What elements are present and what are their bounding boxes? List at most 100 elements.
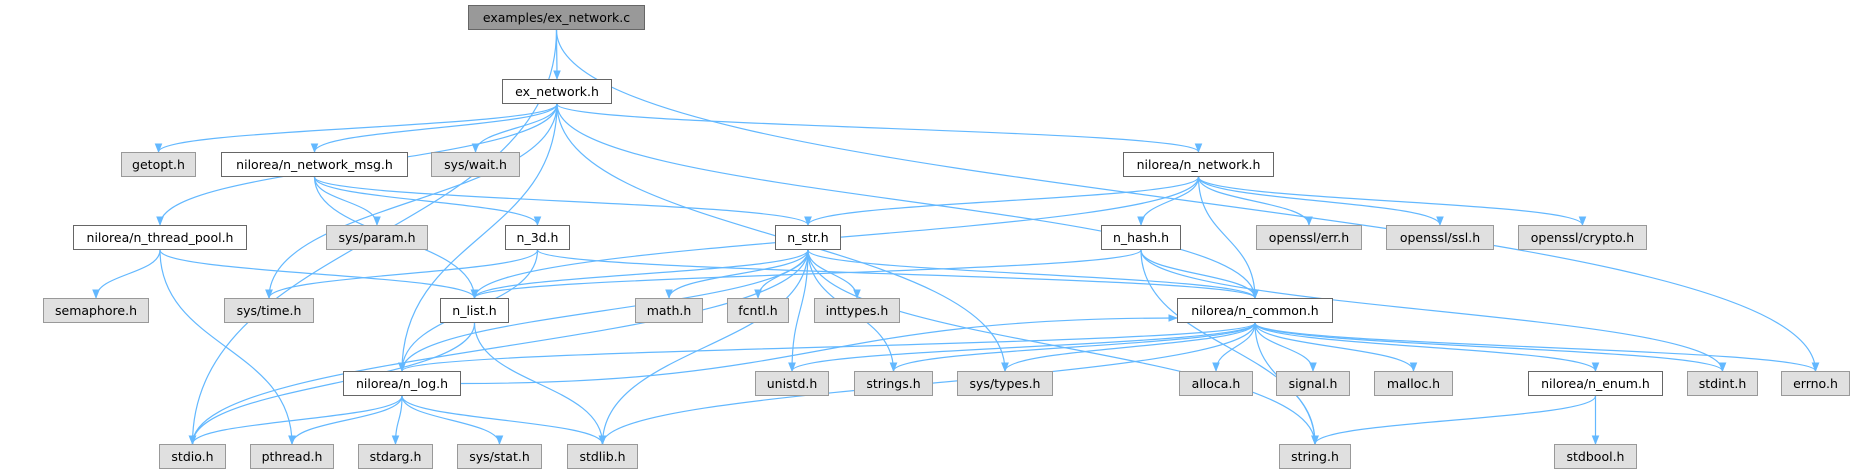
node-stdbool: stdbool.h bbox=[1554, 444, 1637, 469]
node-label: stdio.h bbox=[171, 449, 214, 464]
edge-n_log-to-sys_stat bbox=[401, 395, 504, 445]
node-label: nilorea/n_thread_pool.h bbox=[86, 230, 234, 245]
node-label: nilorea/n_enum.h bbox=[1541, 376, 1650, 391]
node-semaphore: semaphore.h bbox=[43, 298, 149, 323]
node-label: alloca.h bbox=[1191, 376, 1241, 391]
node-n-list[interactable]: n_list.h bbox=[440, 298, 509, 323]
edge-n_enum-to-string bbox=[1311, 395, 1597, 445]
node-malloc: malloc.h bbox=[1374, 371, 1453, 396]
edge-n_hash-to-stdint bbox=[1140, 249, 1727, 372]
node-label: semaphore.h bbox=[55, 303, 137, 318]
edge-ex_network_h-to-n_log bbox=[398, 103, 558, 372]
node-label: nilorea/n_network_msg.h bbox=[236, 157, 393, 172]
edge-n_network-to-openssl_ssl bbox=[1197, 176, 1444, 226]
edge-n_str-to-n_common bbox=[807, 249, 1259, 299]
edge-n_list-to-stdlib bbox=[473, 322, 607, 445]
edge-n_thread_pool-to-semaphore bbox=[92, 249, 161, 299]
node-ex-network-h[interactable]: ex_network.h bbox=[502, 79, 612, 104]
edge-n_common-to-unistd bbox=[788, 322, 1256, 372]
node-unistd: unistd.h bbox=[755, 371, 829, 396]
node-stdlib: stdlib.h bbox=[567, 444, 638, 469]
node-label: openssl/ssl.h bbox=[1399, 230, 1481, 245]
edge-n_common-to-sys_types bbox=[1001, 322, 1256, 372]
edge-ex_network_h-to-getopt bbox=[154, 103, 558, 153]
node-label: stdint.h bbox=[1698, 376, 1747, 391]
edge-n_network_msg-to-sys_param bbox=[313, 176, 381, 226]
edge-n_network_msg-to-n_3d bbox=[313, 176, 542, 226]
edge-n_log-to-stdarg bbox=[391, 395, 403, 445]
node-stdint: stdint.h bbox=[1687, 371, 1758, 396]
node-n-3d[interactable]: n_3d.h bbox=[505, 225, 570, 250]
node-label: string.h bbox=[1291, 449, 1339, 464]
node-n-str[interactable]: n_str.h bbox=[775, 225, 841, 250]
node-label: fcntl.h bbox=[738, 303, 778, 318]
node-n-network-msg[interactable]: nilorea/n_network_msg.h bbox=[221, 152, 408, 177]
node-label: pthread.h bbox=[261, 449, 323, 464]
edge-n_common-to-n_enum bbox=[1254, 322, 1600, 372]
edge-n_3d-to-n_common bbox=[536, 249, 1259, 299]
edge-ex_network_h-to-sys_wait bbox=[471, 103, 558, 153]
node-n-hash[interactable]: n_hash.h bbox=[1101, 225, 1181, 250]
node-string: string.h bbox=[1279, 444, 1351, 469]
node-errno: errno.h bbox=[1781, 371, 1850, 396]
edge-n_str-to-string bbox=[807, 249, 1319, 445]
node-n-network[interactable]: nilorea/n_network.h bbox=[1123, 152, 1274, 177]
node-getopt: getopt.h bbox=[121, 152, 196, 177]
edge-n_network-to-n_common bbox=[1197, 176, 1259, 299]
node-label: stdbool.h bbox=[1566, 449, 1625, 464]
edge-n_log-to-stdlib bbox=[401, 395, 607, 445]
node-label: sys/stat.h bbox=[469, 449, 530, 464]
node-label: inttypes.h bbox=[825, 303, 889, 318]
node-label: stdarg.h bbox=[369, 449, 422, 464]
node-label: nilorea/n_log.h bbox=[355, 376, 449, 391]
node-label: n_str.h bbox=[787, 230, 829, 245]
edge-n_str-to-n_list bbox=[470, 249, 809, 299]
node-openssl-err: openssl/err.h bbox=[1256, 225, 1362, 250]
node-sys-time: sys/time.h bbox=[224, 298, 314, 323]
edge-n_thread_pool-to-pthread bbox=[159, 249, 296, 445]
edge-n_str-to-stdio bbox=[188, 249, 809, 445]
node-strings: strings.h bbox=[854, 371, 933, 396]
edge-n_common-to-errno bbox=[1254, 322, 1820, 372]
edge-n_3d-to-sys_time bbox=[265, 249, 539, 299]
edge-n_list-to-stdio bbox=[188, 322, 476, 445]
node-sys-wait: sys/wait.h bbox=[431, 152, 520, 177]
node-sys-stat: sys/stat.h bbox=[457, 444, 542, 469]
node-n-log[interactable]: nilorea/n_log.h bbox=[343, 371, 461, 396]
edge-n_log-to-n_common bbox=[460, 314, 1178, 385]
node-n-common[interactable]: nilorea/n_common.h bbox=[1177, 298, 1333, 323]
node-label: examples/ex_network.c bbox=[482, 10, 631, 25]
edge-n_common-to-signal bbox=[1254, 322, 1317, 372]
node-pthread: pthread.h bbox=[250, 444, 334, 469]
node-label: n_list.h bbox=[452, 303, 497, 318]
edge-n_hash-to-string bbox=[1140, 249, 1319, 445]
node-label: errno.h bbox=[1793, 376, 1838, 391]
edge-n_common-to-strings bbox=[889, 322, 1256, 372]
edge-n_common-to-n_log bbox=[398, 322, 1256, 372]
edge-n_log-to-stdio bbox=[188, 395, 403, 445]
node-label: nilorea/n_common.h bbox=[1191, 303, 1319, 318]
node-n-enum[interactable]: nilorea/n_enum.h bbox=[1528, 371, 1663, 396]
node-ex-network-c[interactable]: examples/ex_network.c bbox=[468, 5, 645, 30]
node-label: ex_network.h bbox=[515, 84, 599, 99]
node-label: malloc.h bbox=[1386, 376, 1441, 391]
edge-n_str-to-stdlib bbox=[598, 249, 809, 445]
node-stdio: stdio.h bbox=[159, 444, 226, 469]
edge-n_str-to-n_log bbox=[398, 249, 809, 372]
node-label: getopt.h bbox=[132, 157, 185, 172]
node-inttypes: inttypes.h bbox=[814, 298, 900, 323]
node-openssl-ssl: openssl/ssl.h bbox=[1386, 225, 1494, 250]
edge-ex_network_h-to-n_network bbox=[556, 103, 1203, 153]
node-label: stdlib.h bbox=[579, 449, 626, 464]
edge-ex_network_h-to-n_common bbox=[556, 103, 1259, 299]
node-label: sys/time.h bbox=[236, 303, 302, 318]
node-label: sys/types.h bbox=[969, 376, 1041, 391]
node-label: sys/param.h bbox=[338, 230, 416, 245]
node-math: math.h bbox=[635, 298, 703, 323]
node-signal: signal.h bbox=[1276, 371, 1350, 396]
edge-ex_network_c-to-errno bbox=[555, 29, 1820, 372]
node-n-thread-pool[interactable]: nilorea/n_thread_pool.h bbox=[73, 225, 247, 250]
node-alloca: alloca.h bbox=[1179, 371, 1253, 396]
node-stdarg: stdarg.h bbox=[358, 444, 433, 469]
